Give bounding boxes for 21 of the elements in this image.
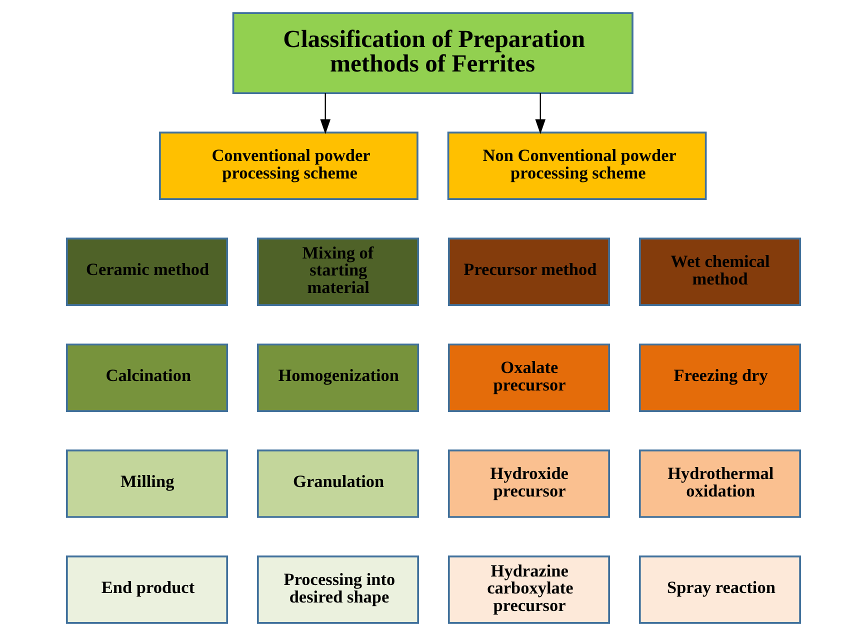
node-box: Granulation [257,450,420,518]
node-box: Ceramic method [66,238,228,306]
node-box: Classification of Preparation methods of Ferrites [232,12,634,94]
node-box: Conventional powder processing scheme [159,132,418,200]
node-box: Milling [66,450,228,518]
node-box: Hydrazine carboxylate precursor [448,556,610,624]
node-box: Precursor method [448,238,610,306]
node-box: Oxalate precursor [448,344,610,412]
arrow [535,93,546,134]
node-box: Processing into desired shape [257,556,420,624]
node-box: Hydrothermal oxidation [638,450,801,518]
node-box: Hydroxide precursor [448,450,610,518]
arrow [320,93,331,134]
node-box: Wet chemical method [638,238,801,306]
node-box: End product [66,556,228,624]
node-box: Freezing dry [638,344,801,412]
node-box: Mixing of starting material [257,238,420,306]
node-box: Calcination [66,344,228,412]
node-box: Non Conventional powder processing scheme [447,132,707,200]
node-box: Spray reaction [638,556,801,624]
node-box: Homogenization [257,344,420,412]
